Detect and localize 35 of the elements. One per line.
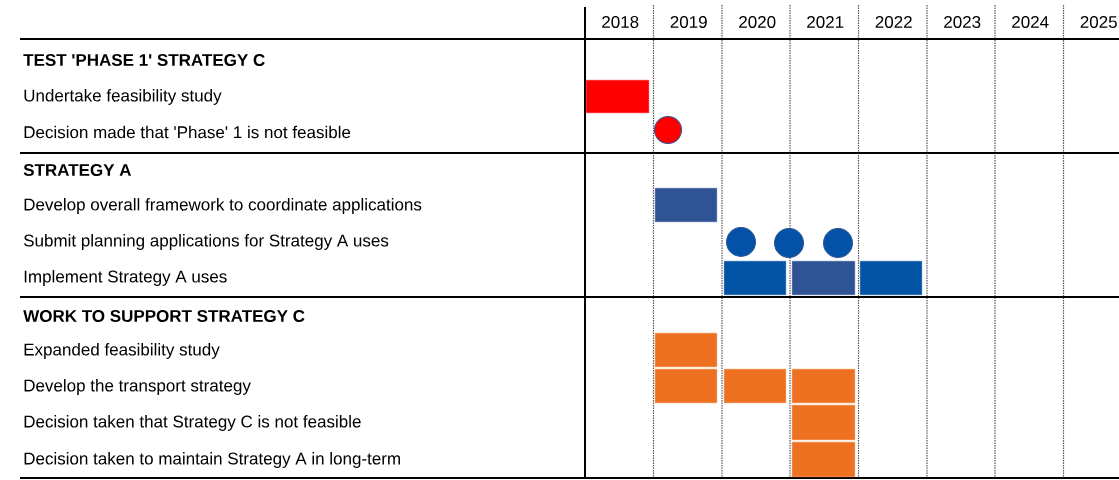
year-label: 2021 (807, 16, 844, 28)
gantt-bar (792, 261, 855, 295)
section-heading: STRATEGY A (23, 164, 132, 176)
task-label: Expanded feasibility study (24, 343, 220, 359)
task-label: Decision taken that Strategy C is not feasible (24, 415, 361, 431)
task-label: Develop the transport strategy (24, 379, 251, 395)
milestone-circle (726, 227, 756, 257)
task-label: Undertake feasibility study (24, 89, 222, 105)
milestone-circle (654, 116, 682, 144)
gantt-bar (792, 405, 855, 440)
year-label: 2023 (944, 16, 981, 28)
task-label: Submit planning applications for Strategy A uses (23, 234, 389, 250)
gantt-bar (655, 188, 717, 222)
milestone-circle (774, 228, 804, 258)
year-label: 2022 (875, 16, 912, 28)
gantt-bar (655, 369, 717, 403)
year-label: 2020 (739, 16, 776, 28)
year-label: 2018 (602, 16, 639, 28)
gantt-bar (655, 333, 717, 367)
gantt-bar (792, 442, 855, 477)
task-label: Decision taken to maintain Strategy A in long-term (24, 452, 400, 468)
year-label: 2024 (1012, 16, 1049, 28)
year-label: 2025 (1080, 16, 1117, 28)
gantt-bar (724, 369, 786, 403)
gantt-bar (792, 369, 855, 403)
gantt-bar (860, 261, 922, 295)
milestone-circle (823, 228, 853, 258)
gantt-bar (724, 261, 786, 295)
task-label: Implement Strategy A uses (24, 270, 227, 286)
section-heading: TEST 'PHASE 1' STRATEGY C (23, 54, 265, 66)
year-label: 2019 (670, 16, 707, 28)
section-heading: WORK TO SUPPORT STRATEGY C (23, 310, 305, 322)
task-label: Develop overall framework to coordinate applications (24, 198, 422, 214)
gantt-bar (586, 80, 649, 113)
task-label: Decision made that 'Phase' 1 is not feasible (24, 125, 351, 139)
